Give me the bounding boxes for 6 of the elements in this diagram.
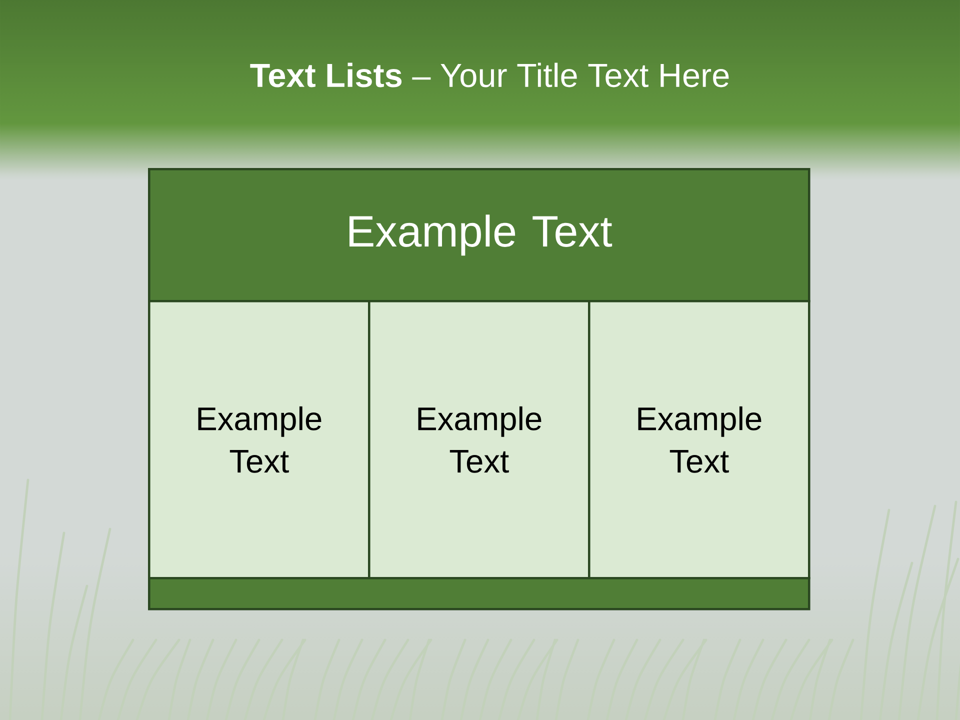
text-cell: Example Text xyxy=(368,300,590,580)
slide-title: Text Lists – Your Title Text Here xyxy=(250,62,729,88)
footer-bar xyxy=(148,577,810,610)
text-cell: Example Text xyxy=(148,300,370,580)
text-cell: Example Text xyxy=(588,300,810,580)
table-header: Example Text xyxy=(148,168,810,302)
